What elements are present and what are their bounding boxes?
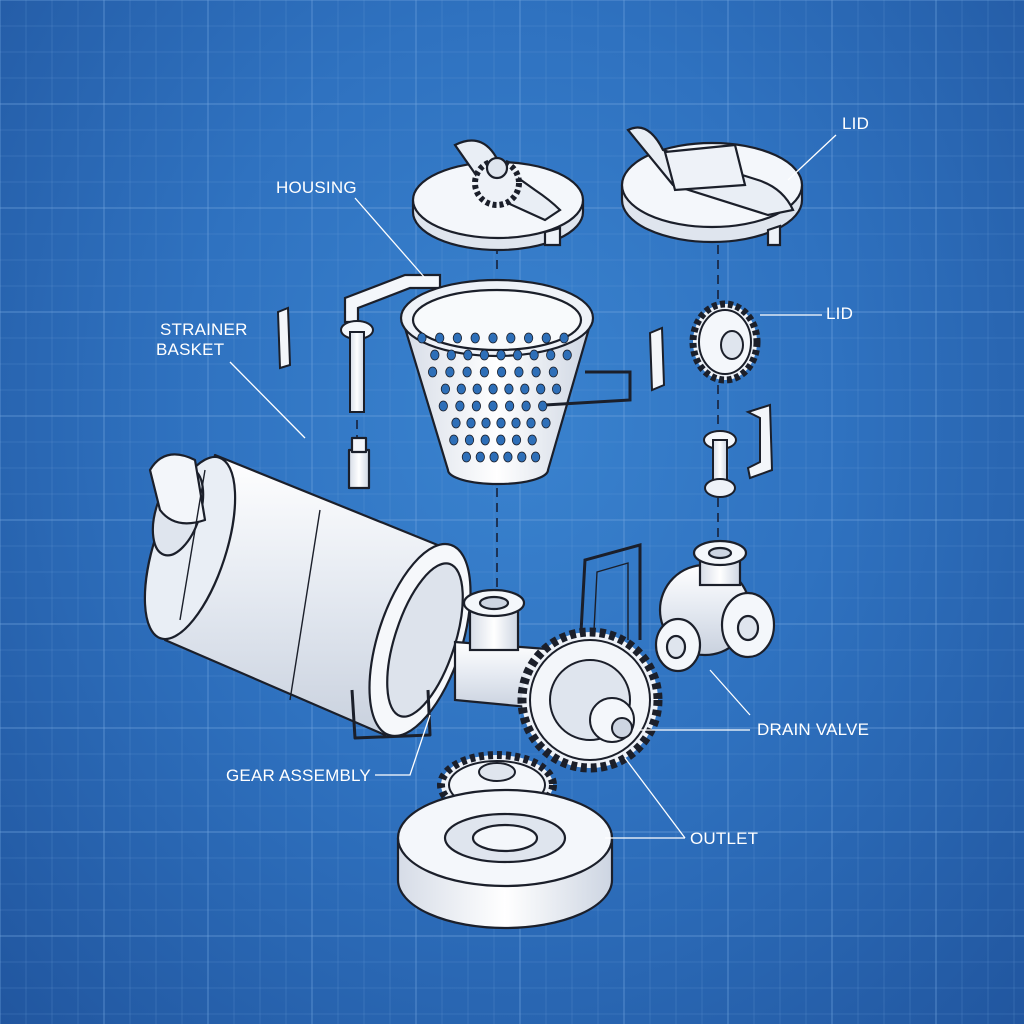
- label-housing: HOUSING: [276, 178, 357, 197]
- basket-hole: [496, 434, 506, 446]
- basket-hole: [456, 383, 466, 395]
- basket-hole: [527, 434, 537, 446]
- basket-hole: [514, 366, 524, 378]
- basket-hole: [462, 366, 472, 378]
- basket-hole: [452, 332, 462, 344]
- basket-hole: [526, 417, 536, 429]
- label-lid-gear: LID: [826, 304, 854, 323]
- basket-hole: [538, 400, 548, 412]
- basket-hole: [511, 417, 521, 429]
- label-strainer-basket: STRAINER BASKET: [156, 320, 248, 360]
- large-drive-gear: [517, 627, 663, 773]
- basket-hole: [461, 451, 471, 463]
- basket-hole: [449, 434, 459, 446]
- leader-lines: [229, 134, 837, 839]
- basket-hole: [466, 417, 476, 429]
- basket-hole: [531, 366, 541, 378]
- label-gear-assembly: GEAR ASSEMBLY: [226, 766, 371, 785]
- lid-gear: [689, 300, 761, 384]
- basket-hole: [551, 383, 562, 395]
- spool-coupling: [703, 430, 737, 498]
- basket-hole: [517, 451, 527, 463]
- basket-hole: [504, 400, 515, 412]
- basket-hole: [480, 434, 490, 446]
- label-strainer-basket-line-1: STRAINER: [160, 320, 248, 339]
- lid-right: [620, 126, 804, 247]
- label-lid-top: LID: [842, 114, 870, 133]
- basket-hole: [496, 366, 507, 378]
- basket-hole: [479, 366, 489, 378]
- label-outlet: OUTLET: [690, 829, 759, 848]
- basket-hole: [417, 332, 427, 344]
- label-drain-valve: DRAIN VALVE: [757, 720, 870, 739]
- lid-left: [411, 139, 585, 252]
- basket-hole: [520, 383, 530, 395]
- basket-hole: [427, 366, 438, 378]
- basket-hole: [536, 383, 546, 395]
- basket-hole: [489, 451, 499, 463]
- label-strainer-basket-line-2: BASKET: [156, 340, 225, 359]
- strainer-basket: [343, 273, 632, 486]
- handle-frame: [578, 543, 642, 651]
- basket-hole: [504, 383, 514, 395]
- basket-hole: [446, 349, 456, 361]
- basket-hole: [541, 417, 551, 429]
- basket-hole: [548, 366, 559, 378]
- basket-hole: [445, 366, 455, 378]
- basket-hole: [559, 332, 569, 344]
- basket-hole: [470, 332, 480, 344]
- basket-hole: [541, 332, 551, 344]
- basket-hole: [438, 400, 448, 412]
- basket-hole: [440, 383, 450, 395]
- basket-hole: [455, 400, 465, 412]
- basket-hole: [521, 400, 531, 412]
- basket-perforations: [417, 332, 572, 463]
- drain-valve-body: [654, 539, 776, 673]
- basket-hole: [496, 349, 506, 361]
- basket-hole: [471, 400, 481, 412]
- basket-hole: [488, 332, 498, 344]
- basket-hole: [523, 332, 534, 344]
- basket-hole: [451, 417, 461, 429]
- basket-hole: [435, 332, 445, 344]
- basket-hole: [430, 349, 440, 361]
- basket-hole: [562, 349, 572, 361]
- main-cylinder-housing: [143, 436, 472, 740]
- basket-hole: [479, 349, 489, 361]
- basket-hole: [546, 349, 556, 361]
- basket-hole: [511, 434, 522, 446]
- basket-hole: [488, 400, 498, 412]
- base-ring: [396, 788, 614, 930]
- basket-hole: [506, 332, 516, 344]
- basket-hole: [496, 417, 506, 429]
- basket-hole: [464, 434, 475, 446]
- basket-hole: [475, 451, 485, 463]
- basket-hole: [512, 349, 523, 361]
- basket-hole: [503, 451, 513, 463]
- basket-hole: [472, 383, 482, 395]
- basket-hole: [463, 349, 473, 361]
- basket-hole: [529, 349, 539, 361]
- basket-hole: [488, 383, 498, 395]
- basket-hole: [481, 417, 491, 429]
- loose-keys: [276, 306, 774, 480]
- basket-hole: [530, 451, 541, 463]
- locating-pin: [340, 320, 374, 413]
